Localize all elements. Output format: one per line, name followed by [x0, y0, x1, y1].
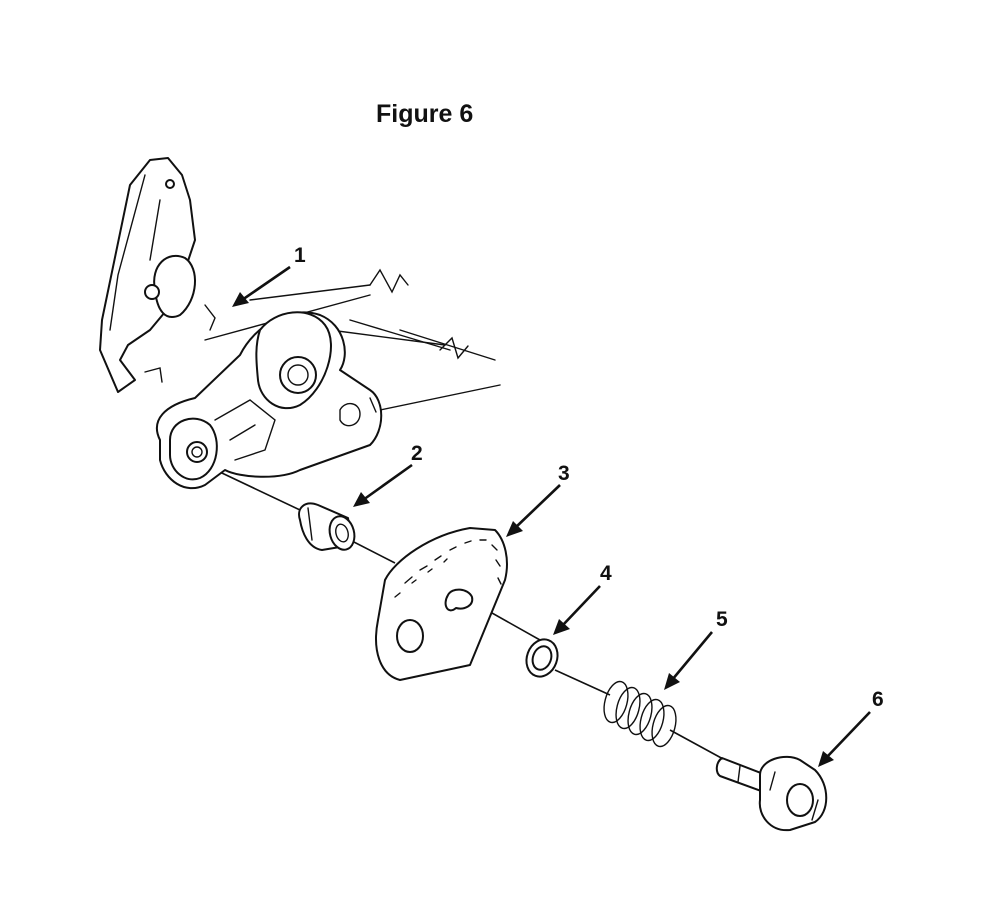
callout-2: 2: [411, 442, 423, 465]
figure-title: Figure 6: [376, 100, 474, 128]
callout-4: 4: [600, 562, 612, 585]
callout-5: 5: [716, 608, 728, 631]
part-5-spring: [603, 680, 677, 748]
assembly-axis: [204, 464, 726, 761]
callout-1: 1: [294, 244, 306, 267]
part-4-washer: [525, 638, 559, 678]
part-1-bracket-housing: [99, 157, 501, 490]
part-2-bushing: [298, 502, 356, 551]
callout-3: 3: [558, 462, 570, 485]
callout-6: 6: [872, 688, 884, 711]
part-3-dial-plate: [375, 527, 508, 681]
leader-arrows: [232, 265, 871, 767]
part-6-knob-screw: [715, 755, 828, 832]
